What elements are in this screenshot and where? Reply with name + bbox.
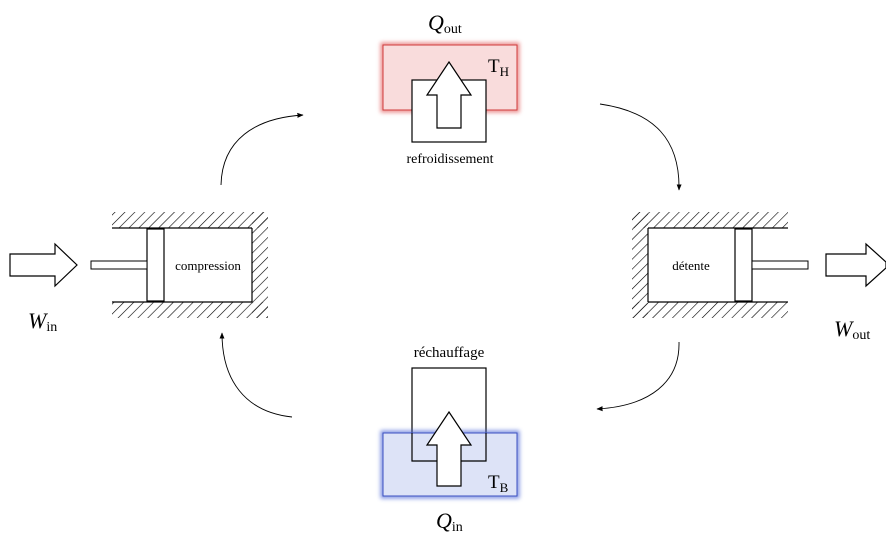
compression-label: compression	[175, 258, 241, 273]
rechauffage-label: réchauffage	[414, 345, 485, 361]
compression-rod	[90, 260, 148, 270]
w-in-label: Win	[28, 308, 57, 335]
heat-in-arrow-icon	[425, 410, 473, 487]
q-in-label: Qin	[436, 508, 463, 535]
heat-out-arrow-icon	[425, 60, 473, 129]
q-out-label: Qout	[428, 10, 462, 37]
detente-label: détente	[672, 258, 710, 273]
cycle-arrow-cold-to-compression	[219, 332, 293, 418]
detente-piston	[734, 228, 753, 302]
compression-piston	[146, 228, 165, 302]
work-in-arrow-icon	[9, 242, 78, 288]
cycle-arrow-hot-to-detente	[599, 103, 682, 191]
work-out-arrow-icon	[825, 242, 886, 288]
cycle-arrow-detente-to-cold	[596, 341, 680, 412]
detente-rod	[751, 260, 809, 270]
detente-cylinder	[632, 212, 809, 318]
t-hot-label: TH	[488, 56, 509, 79]
t-cold-label: TB	[488, 472, 509, 495]
compression-cylinder	[90, 212, 268, 318]
w-out-label: Wout	[834, 316, 870, 343]
cycle-arrow-compression-to-hot	[220, 112, 304, 186]
refroidissement-label: refroidissement	[406, 152, 493, 167]
